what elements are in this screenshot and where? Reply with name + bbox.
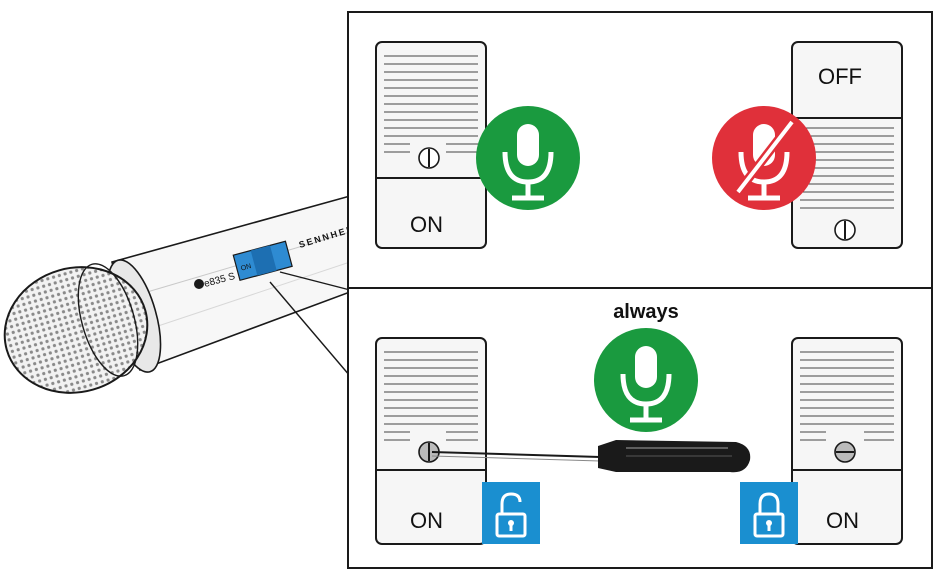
switch-top-right: OFF [791, 41, 903, 249]
microphone-grille [3, 266, 149, 394]
switch-label-on: ON [826, 508, 859, 533]
microphone-on-icon [476, 106, 580, 210]
switch-on-text: ON [240, 263, 252, 272]
callout-line-lower [269, 281, 351, 377]
callout-line-upper [279, 271, 351, 291]
switch-label-on: ON [410, 508, 443, 533]
switch-label-off: OFF [818, 64, 862, 89]
switch-label-on: ON [410, 212, 443, 237]
microphone-switch: ON [232, 240, 293, 282]
switch-top-left: ON [375, 41, 487, 249]
microphone-muted-icon [712, 106, 816, 210]
padlock-closed-icon [740, 482, 798, 544]
switch-bottom-left: ON [375, 337, 487, 545]
always-caption: always [613, 301, 679, 323]
microphone-on-icon [594, 328, 698, 432]
switch-bottom-right: ON [791, 337, 903, 545]
padlock-open-icon [482, 482, 540, 544]
screwdriver-icon [431, 440, 751, 473]
microphone-illustration: e835 S ON SENNHEISER [3, 194, 376, 394]
model-dot-icon [194, 279, 204, 289]
